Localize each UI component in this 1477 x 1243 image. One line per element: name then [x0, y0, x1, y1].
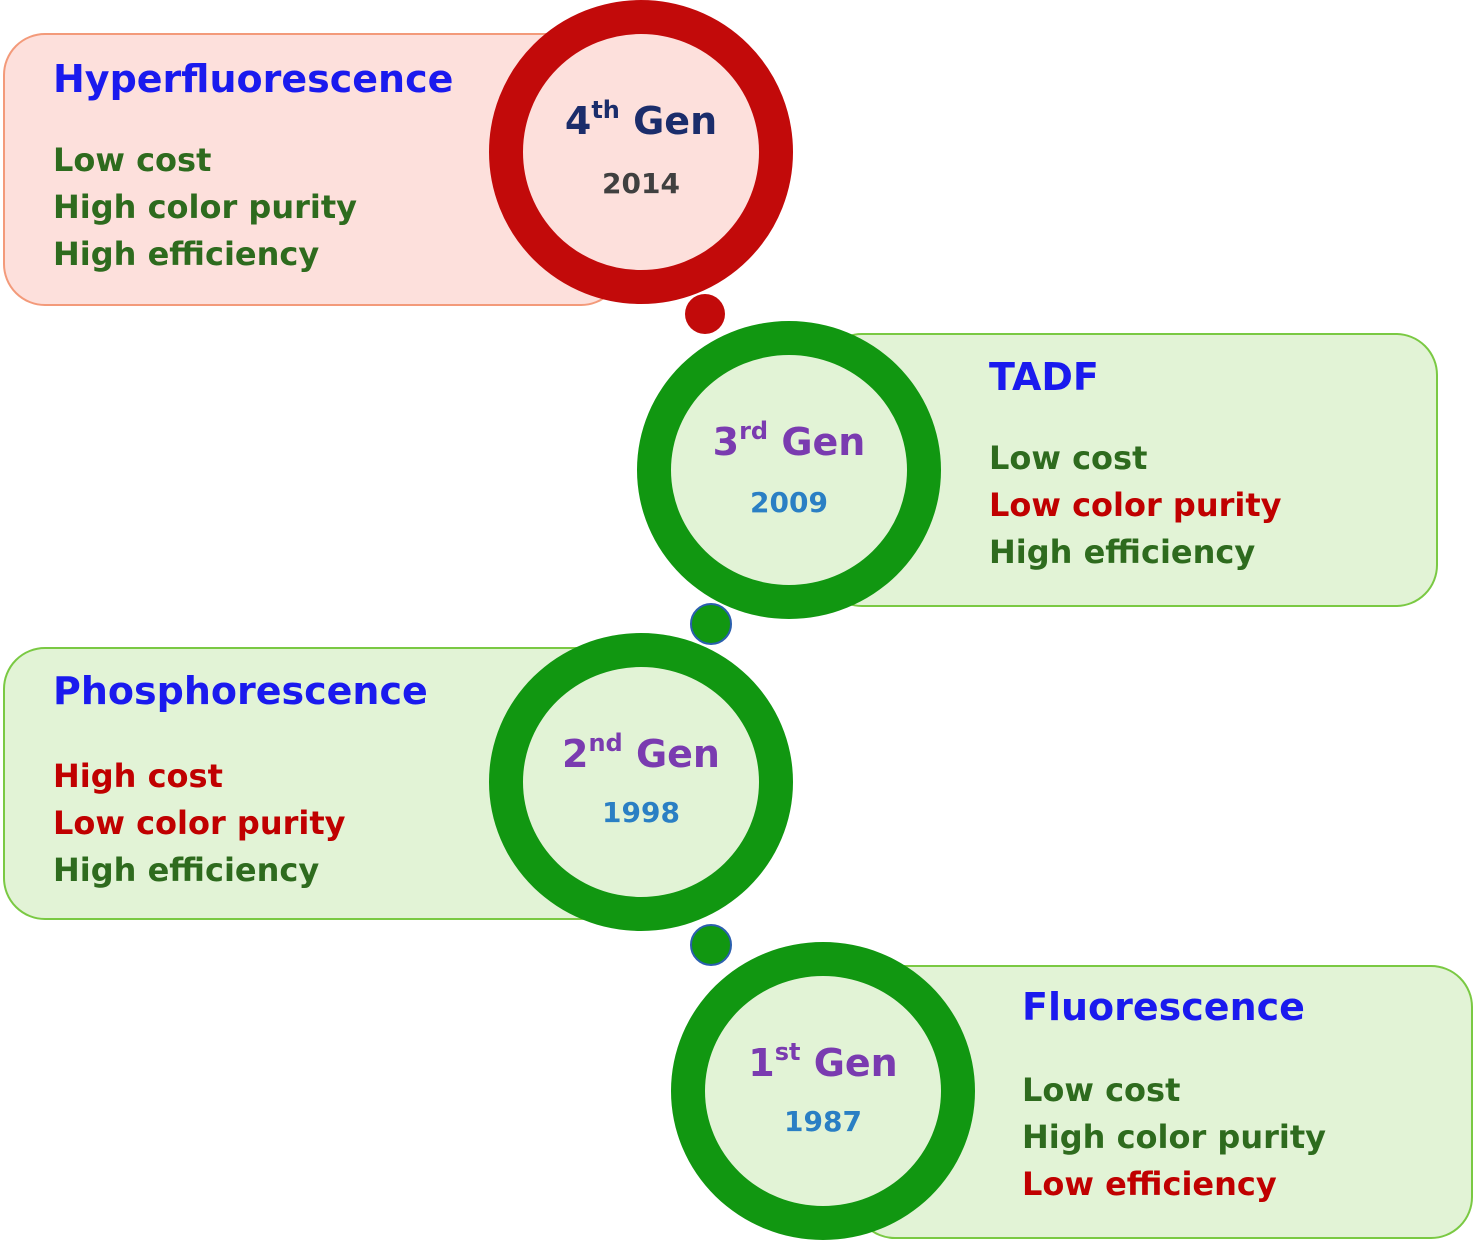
- gen2-features: High cost Low color purity High efficien…: [53, 753, 346, 894]
- gen2-word: Gen: [635, 732, 720, 776]
- gen1-feature-3: Low efficiency: [1022, 1165, 1277, 1203]
- gen2-ring: 2nd Gen 1998: [489, 633, 793, 931]
- gen1-label: 1st Gen: [705, 1038, 941, 1085]
- gen2-feature-1: High cost: [53, 757, 223, 795]
- gen1-features: Low cost High color purity Low efficienc…: [1022, 1067, 1326, 1208]
- gen3-year: 2009: [750, 486, 828, 519]
- gen2-label: 2nd Gen: [523, 729, 759, 776]
- gen3-suffix: rd: [739, 417, 769, 445]
- gen3-ring: 3rd Gen 2009: [637, 321, 941, 619]
- gen2-feature-2: Low color purity: [53, 804, 346, 842]
- gen1-ring: 1st Gen 1987: [671, 942, 975, 1240]
- gen3-feature-3: High efficiency: [989, 533, 1256, 571]
- gen3-features: Low cost Low color purity High efficienc…: [989, 435, 1282, 576]
- gen2-feature-3: High efficiency: [53, 851, 320, 889]
- gen3-number: 3: [712, 420, 740, 464]
- gen4-feature-2: High color purity: [53, 188, 357, 226]
- gen2-suffix: nd: [588, 729, 623, 757]
- connector-dot-green-1: [690, 603, 732, 645]
- gen3-title: TADF: [989, 355, 1099, 399]
- gen1-feature-2: High color purity: [1022, 1118, 1326, 1156]
- connector-dot-green-2: [690, 924, 732, 966]
- gen4-suffix: th: [591, 96, 620, 124]
- gen4-title: Hyperfluorescence: [53, 57, 454, 101]
- gen1-year: 1987: [784, 1105, 862, 1138]
- gen2-title: Phosphorescence: [53, 669, 428, 713]
- gen4-feature-3: High efficiency: [53, 235, 320, 273]
- gen2-number: 2: [562, 732, 589, 776]
- gen4-year: 2014: [602, 167, 680, 200]
- gen2-year: 1998: [602, 796, 680, 829]
- gen3-label: 3rd Gen: [671, 417, 907, 464]
- gen4-word: Gen: [633, 99, 718, 143]
- gen4-label: 4th Gen: [523, 96, 759, 143]
- gen1-word: Gen: [813, 1041, 898, 1085]
- connector-dot-red: [685, 294, 725, 334]
- gen4-feature-1: Low cost: [53, 141, 212, 179]
- gen1-number: 1: [748, 1041, 775, 1085]
- gen3-feature-2: Low color purity: [989, 486, 1282, 524]
- gen1-feature-1: Low cost: [1022, 1071, 1181, 1109]
- gen4-number: 4: [564, 99, 592, 143]
- gen1-suffix: st: [774, 1038, 801, 1066]
- gen1-title: Fluorescence: [1022, 985, 1305, 1029]
- gen3-word: Gen: [781, 420, 866, 464]
- gen4-features: Low cost High color purity High efficien…: [53, 137, 357, 278]
- gen3-feature-1: Low cost: [989, 439, 1148, 477]
- gen4-ring: 4th Gen 2014: [489, 0, 793, 304]
